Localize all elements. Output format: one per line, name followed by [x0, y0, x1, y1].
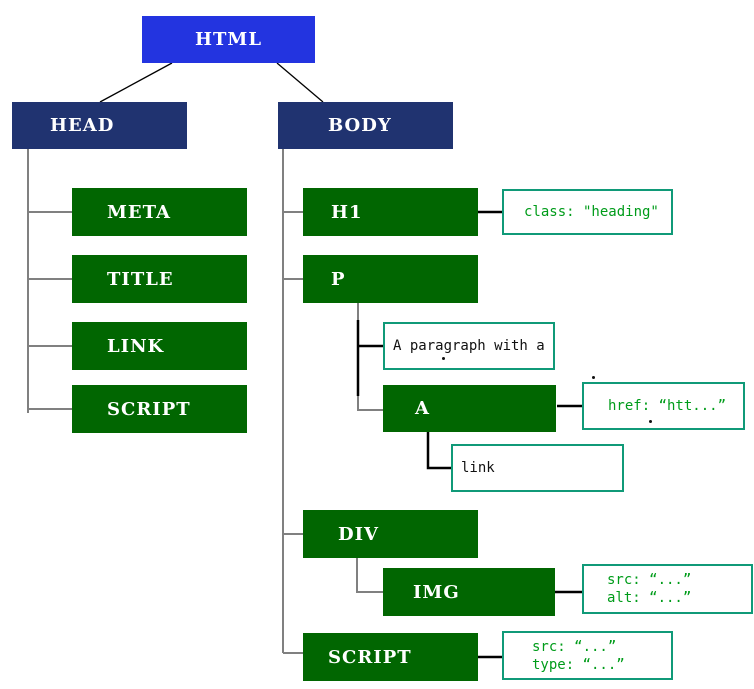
- node-title: TITLE: [72, 255, 247, 303]
- node-script-head-label: SCRIPT: [107, 398, 191, 420]
- text-node-link-content: link: [461, 460, 495, 476]
- node-a: A: [383, 385, 556, 432]
- text-node-link: link: [451, 444, 624, 492]
- node-link-label: LINK: [107, 335, 165, 357]
- node-div: DIV: [303, 510, 478, 558]
- annotation-img-attrs: src: “...” alt: “...”: [582, 564, 753, 614]
- node-a-label: A: [415, 398, 430, 419]
- text-node-paragraph: A paragraph with a: [383, 322, 555, 370]
- annotation-a-href-text: href: “htt...”: [608, 398, 727, 414]
- annotation-h1-class: class: "heading": [502, 189, 673, 235]
- annotation-script-attrs: src: “...” type: “...”: [502, 631, 673, 680]
- clipped-text-dot: [442, 357, 445, 360]
- node-h1: H1: [303, 188, 478, 236]
- annotation-script-type-text: type: “...”: [532, 656, 625, 673]
- node-img-label: IMG: [413, 581, 460, 603]
- node-html-label: HTML: [195, 29, 262, 50]
- node-img: IMG: [383, 568, 555, 616]
- node-meta-label: META: [107, 201, 172, 223]
- node-body: BODY: [278, 102, 453, 149]
- node-p: P: [303, 255, 478, 303]
- node-script-head: SCRIPT: [72, 385, 247, 433]
- node-meta: META: [72, 188, 247, 236]
- clipped-text-dot: [592, 376, 595, 379]
- annotation-h1-class-text: class: "heading": [524, 204, 659, 220]
- annotation-img-alt-text: alt: “...”: [607, 590, 692, 606]
- node-script-body: SCRIPT: [303, 633, 478, 681]
- annotation-a-href: href: “htt...”: [582, 382, 745, 430]
- node-html: HTML: [142, 16, 315, 63]
- node-link: LINK: [72, 322, 247, 370]
- node-head-label: HEAD: [50, 115, 115, 136]
- node-h1-label: H1: [331, 201, 363, 223]
- annotation-img-src-text: src: “...”: [607, 572, 692, 588]
- node-head: HEAD: [12, 102, 187, 149]
- clipped-text-dot: [649, 420, 652, 423]
- node-title-label: TITLE: [107, 268, 174, 290]
- node-body-label: BODY: [328, 115, 392, 136]
- annotation-script-src-text: src: “...”: [532, 638, 617, 655]
- node-script-body-label: SCRIPT: [328, 646, 412, 668]
- text-node-paragraph-content: A paragraph with a: [393, 338, 545, 354]
- node-div-label: DIV: [338, 523, 379, 545]
- node-p-label: P: [331, 268, 346, 290]
